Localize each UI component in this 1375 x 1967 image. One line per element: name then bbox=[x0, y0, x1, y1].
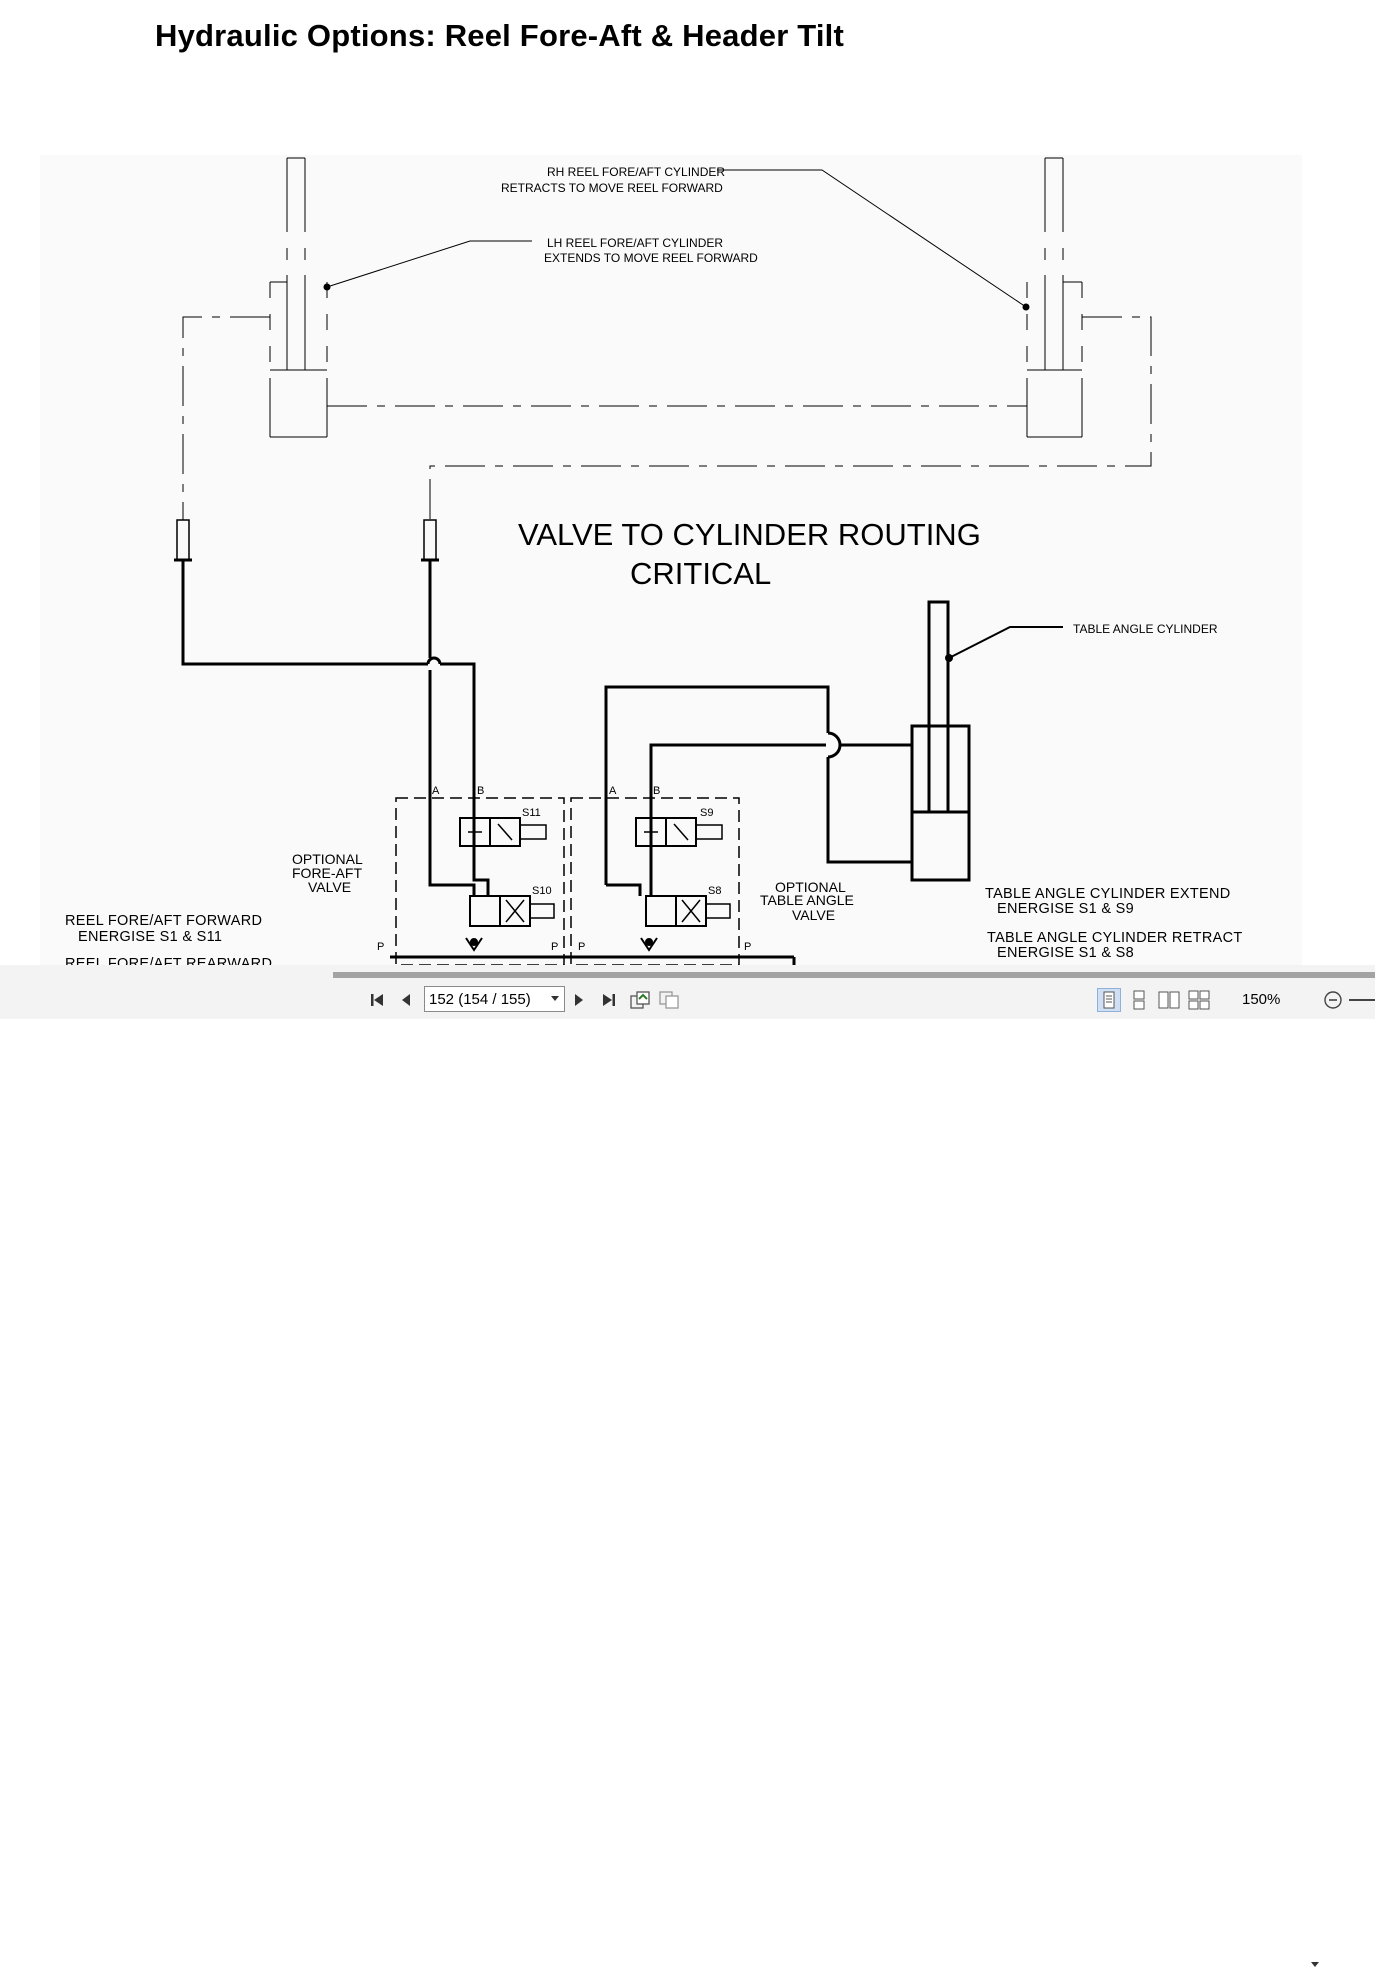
zoom-out-icon[interactable] bbox=[1321, 988, 1345, 1012]
rh-cylinder-label-line1: RH REEL FORE/AFT CYLINDER bbox=[547, 165, 725, 179]
retract-note-1: TABLE ANGLE CYLINDER RETRACT bbox=[987, 930, 1243, 946]
solenoid-s10-label: S10 bbox=[532, 885, 552, 897]
fore-aft-valve-label-1: OPTIONAL bbox=[292, 851, 363, 867]
lh-reel-cylinder bbox=[269, 157, 328, 438]
next-view-icon[interactable] bbox=[657, 988, 681, 1012]
continuous-facing-icon[interactable] bbox=[1187, 988, 1211, 1012]
port-b-right: B bbox=[653, 785, 660, 797]
dashed-hose-lines bbox=[182, 316, 1152, 520]
zoom-slider-track[interactable] bbox=[1349, 999, 1375, 1001]
reel-forward-note-2: ENERGISE S1 & S11 bbox=[78, 929, 222, 945]
port-a-left: A bbox=[432, 785, 440, 797]
previous-view-icon[interactable] bbox=[628, 988, 652, 1012]
port-p-1: P bbox=[377, 941, 384, 953]
port-b-left: B bbox=[477, 785, 484, 797]
port-p-4: P bbox=[744, 941, 751, 953]
next-page-icon[interactable] bbox=[567, 988, 591, 1012]
page-number-value: 152 (154 / 155) bbox=[429, 990, 531, 1008]
table-angle-valve-label-3: VALVE bbox=[792, 907, 835, 923]
table-angle-cylinder bbox=[910, 600, 971, 882]
table-angle-leader bbox=[948, 626, 1063, 659]
hydraulic-schematic: RH REEL FORE/AFT CYLINDER RETRACTS TO MO… bbox=[40, 155, 1302, 965]
zoom-dropdown-caret[interactable] bbox=[1311, 1962, 1319, 1967]
reel-forward-note-1: REEL FORE/AFT FORWARD bbox=[65, 913, 262, 929]
extend-note-1: TABLE ANGLE CYLINDER EXTEND bbox=[985, 886, 1231, 902]
fore-aft-valve-label-2: FORE-AFT bbox=[292, 865, 362, 881]
drawing-sheet bbox=[40, 155, 1302, 965]
port-p-3: P bbox=[578, 941, 585, 953]
lh-cylinder-label-line1: LH REEL FORE/AFT CYLINDER bbox=[547, 236, 723, 250]
reel-rearward-note-1: REEL FORE/AFT REARWARD bbox=[65, 956, 272, 965]
check-valves bbox=[465, 937, 658, 952]
lh-cylinder-label-line2: EXTENDS TO MOVE REEL FORWARD bbox=[544, 251, 758, 265]
port-p-2: P bbox=[551, 941, 558, 953]
solenoid-s9-label: S9 bbox=[700, 807, 713, 819]
solenoid-s8-label: S8 bbox=[708, 885, 721, 897]
routing-note-line2: CRITICAL bbox=[630, 556, 771, 591]
routing-note-line1: VALVE TO CYLINDER ROUTING bbox=[518, 517, 981, 552]
table-angle-cylinder-label: TABLE ANGLE CYLINDER bbox=[1073, 622, 1218, 636]
leader-lines bbox=[326, 169, 1027, 308]
hydraulic-lines bbox=[181, 560, 912, 965]
rh-leader-dot bbox=[1022, 303, 1030, 311]
table-angle-valve-label-1: OPTIONAL bbox=[775, 879, 846, 895]
page-dropdown-caret[interactable] bbox=[551, 996, 559, 1001]
continuous-icon[interactable] bbox=[1127, 988, 1151, 1012]
facing-icon[interactable] bbox=[1157, 988, 1181, 1012]
solenoid-valves bbox=[459, 817, 731, 927]
document-title: Hydraulic Options: Reel Fore-Aft & Heade… bbox=[155, 18, 845, 53]
last-page-icon[interactable] bbox=[596, 988, 620, 1012]
table-angle-leader-dot bbox=[945, 654, 953, 662]
horizontal-scrollbar-thumb[interactable] bbox=[333, 972, 1375, 978]
previous-page-icon[interactable] bbox=[394, 988, 418, 1012]
rh-reel-cylinder bbox=[1026, 157, 1083, 438]
solenoid-s11-label: S11 bbox=[522, 807, 541, 819]
page-number-field[interactable]: 152 (154 / 155) bbox=[424, 986, 565, 1012]
rh-cylinder-label-line2: RETRACTS TO MOVE REEL FORWARD bbox=[501, 181, 723, 195]
fore-aft-valve-label-3: VALVE bbox=[308, 879, 351, 895]
lh-leader-dot bbox=[323, 283, 331, 291]
single-page-icon[interactable] bbox=[1097, 988, 1121, 1012]
viewer-toolbar bbox=[0, 965, 1375, 1967]
zoom-level[interactable]: 150% bbox=[1242, 991, 1281, 1008]
table-angle-valve-label-2: TABLE ANGLE bbox=[760, 892, 854, 908]
first-page-icon[interactable] bbox=[366, 988, 390, 1012]
port-a-right: A bbox=[609, 785, 617, 797]
retract-note-2: ENERGISE S1 & S8 bbox=[997, 945, 1134, 961]
extend-note-2: ENERGISE S1 & S9 bbox=[997, 901, 1134, 917]
horizontal-scrollbar[interactable] bbox=[333, 972, 1375, 978]
valve-boxes bbox=[395, 797, 740, 965]
